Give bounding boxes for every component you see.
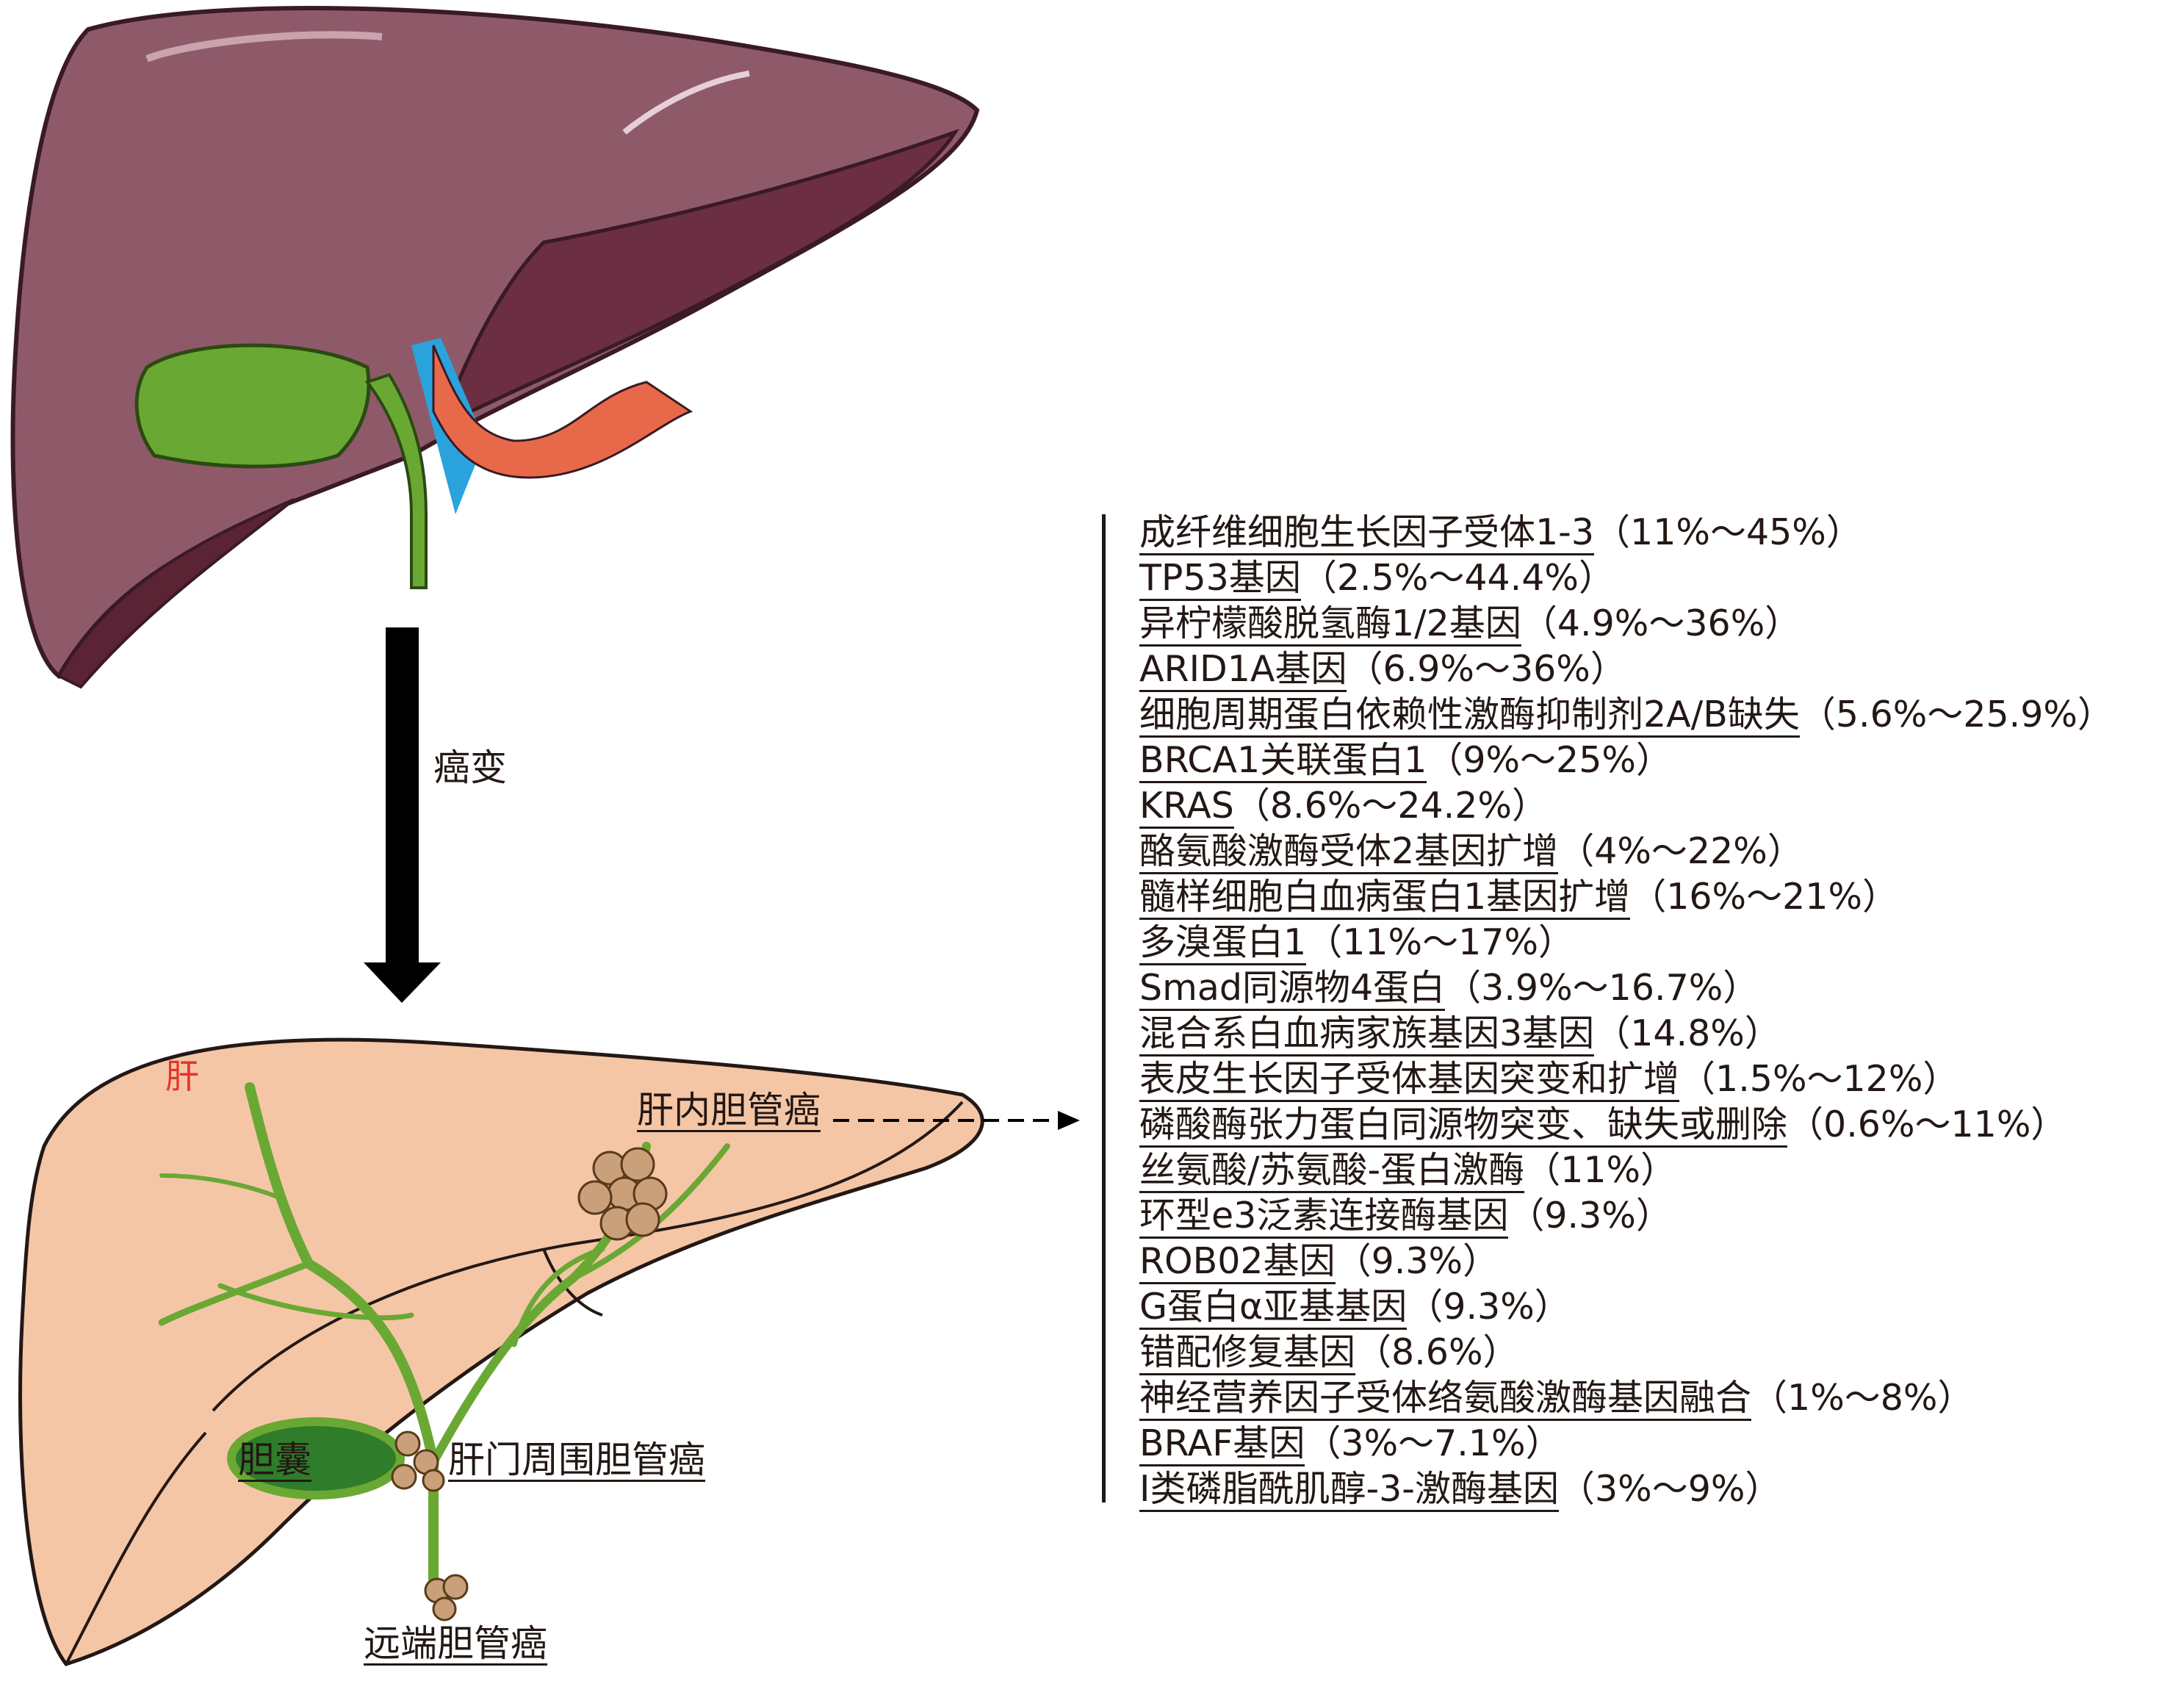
gene-frequency: （11%～17%） (1306, 921, 1575, 963)
gene-frequency: （3%～9%） (1559, 1468, 1781, 1510)
gene-item: 细胞周期蛋白依赖性激酶抑制剂2A/B缺失（5.6%～25.9%） (1139, 694, 2113, 738)
gene-item: 髓样细胞白血病蛋白1基因扩增（16%～21%） (1139, 876, 1899, 920)
gene-item: Ⅰ类磷脂酰肌醇-3-激酶基因（3%～9%） (1139, 1468, 1781, 1512)
gene-frequency: （4%～22%） (1558, 830, 1803, 872)
gene-name: Smad同源物4蛋白 (1139, 967, 1446, 1011)
gene-item: 磷酸酶张力蛋白同源物突变、缺失或删除（0.6%～11%） (1139, 1104, 2067, 1148)
gene-item: 成纤维细胞生长因子受体1-3（11%～45%） (1139, 511, 1862, 555)
gene-name: 酪氨酸激酶受体2基因扩增 (1139, 830, 1559, 874)
gene-frequency: （4.9%～36%） (1521, 602, 1801, 644)
gene-name: 异柠檬酸脱氢酶1/2基因 (1139, 602, 1521, 647)
gene-frequency: （1%～8%） (1751, 1377, 1974, 1419)
gene-name: 细胞周期蛋白依赖性激酶抑制剂2A/B缺失 (1139, 694, 1800, 738)
gallbladder-label: 胆囊 (238, 1439, 311, 1482)
gene-item: TP53基因（2.5%～44.4%） (1139, 557, 1615, 601)
gene-frequency: （9.3%） (1335, 1240, 1499, 1282)
gene-frequency: （14.8%） (1594, 1012, 1781, 1054)
gene-item: ARID1A基因（6.9%～36%） (1139, 648, 1626, 692)
gene-name: 成纤维细胞生长因子受体1-3 (1139, 511, 1595, 555)
gene-frequency: （11%～45%） (1594, 511, 1862, 553)
liver-label: 肝 (165, 1057, 199, 1096)
gene-name: ROB02基因 (1139, 1240, 1336, 1284)
gene-name: 丝氨酸/苏氨酸-蛋白激酶 (1139, 1149, 1525, 1193)
gene-frequency: （3.9%～16.7%） (1445, 967, 1759, 1009)
gene-frequency: （8.6%） (1355, 1331, 1519, 1373)
gene-frequency: （9.3%） (1508, 1195, 1672, 1237)
gene-name: 环型e3泛素连接酶基因 (1139, 1195, 1509, 1239)
perihilar-label: 肝门周围胆管癌 (448, 1439, 705, 1482)
gene-name: 髓样细胞白血病蛋白1基因扩增 (1139, 876, 1631, 920)
transformation-arrow (364, 627, 441, 1003)
gene-frequency: （9%～25%） (1427, 739, 1672, 781)
gene-name: 多溴蛋白1 (1139, 921, 1307, 965)
healthy-liver-illustration (10, 6, 980, 689)
gene-frequency: （1.5%～12%） (1679, 1058, 1959, 1100)
gene-item: 混合系白血病家族基因3基因（14.8%） (1139, 1012, 1781, 1057)
gene-item: 表皮生长因子受体基因突变和扩增（1.5%～12%） (1139, 1058, 1959, 1102)
process-label: 癌变 (433, 746, 507, 789)
gene-name: Ⅰ类磷脂酰肌醇-3-激酶基因 (1139, 1468, 1559, 1512)
gene-item: G蛋白α亚基基因（9.3%） (1139, 1286, 1571, 1330)
gene-item: 多溴蛋白1（11%～17%） (1139, 921, 1575, 965)
gene-frequency: （16%～21%） (1630, 876, 1899, 918)
distal-label: 远端胆管癌 (364, 1622, 547, 1666)
gene-name: 混合系白血病家族基因3基因 (1139, 1012, 1595, 1057)
gene-item: BRAF基因（3%～7.1%） (1139, 1422, 1562, 1466)
gene-item: 异柠檬酸脱氢酶1/2基因（4.9%～36%） (1139, 602, 1801, 647)
gene-name: TP53基因 (1139, 557, 1301, 601)
gene-frequency: （11%） (1524, 1149, 1677, 1191)
gene-name: KRAS (1139, 785, 1234, 829)
gene-name: 表皮生长因子受体基因突变和扩增 (1139, 1058, 1680, 1102)
gene-frequency: （0.6%～11%） (1787, 1104, 2067, 1145)
gene-item: ROB02基因（9.3%） (1139, 1240, 1499, 1284)
gene-frequency: （3%～7.1%） (1305, 1422, 1562, 1464)
gene-frequency: （9.3%） (1407, 1286, 1571, 1328)
gene-frequency: （8.6%～24.2%） (1233, 785, 1548, 827)
gene-item: 神经营养因子受体络氨酸激酶基因融合（1%～8%） (1139, 1377, 1974, 1421)
gene-name: 错配修复基因 (1139, 1331, 1356, 1375)
gene-item: 环型e3泛素连接酶基因（9.3%） (1139, 1195, 1672, 1239)
cholangiocarcinoma-liver-illustration (18, 1037, 1080, 1666)
gene-item: KRAS（8.6%～24.2%） (1139, 785, 1548, 829)
gene-name: 磷酸酶张力蛋白同源物突变、缺失或删除 (1139, 1104, 1788, 1148)
gene-alteration-list: 成纤维细胞生长因子受体1-3（11%～45%）TP53基因（2.5%～44.4%… (1102, 511, 2113, 1512)
gene-name: G蛋白α亚基基因 (1139, 1286, 1408, 1330)
gene-name: BRAF基因 (1139, 1422, 1305, 1466)
gene-name: ARID1A基因 (1139, 648, 1347, 692)
gene-item: 酪氨酸激酶受体2基因扩增（4%～22%） (1139, 830, 1803, 874)
intrahepatic-label: 肝内胆管癌 (637, 1089, 821, 1132)
gene-frequency: （2.5%～44.4%） (1300, 557, 1615, 599)
gene-name: BRCA1关联蛋白1 (1139, 739, 1427, 783)
gene-item: 丝氨酸/苏氨酸-蛋白激酶（11%） (1139, 1149, 1677, 1193)
gene-name: 神经营养因子受体络氨酸激酶基因融合 (1139, 1377, 1752, 1421)
gene-frequency: （6.9%～36%） (1347, 648, 1626, 690)
gene-item: Smad同源物4蛋白（3.9%～16.7%） (1139, 967, 1759, 1011)
gene-item: 错配修复基因（8.6%） (1139, 1331, 1519, 1375)
gene-frequency: （5.6%～25.9%） (1799, 694, 2113, 735)
gene-item: BRCA1关联蛋白1（9%～25%） (1139, 739, 1672, 783)
